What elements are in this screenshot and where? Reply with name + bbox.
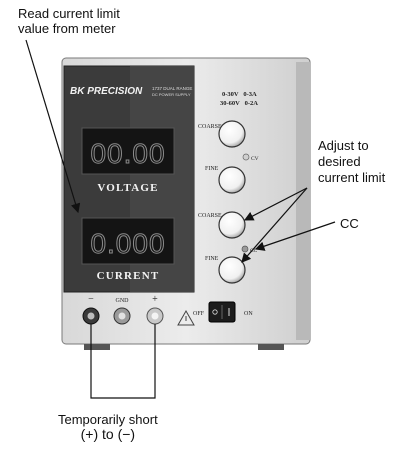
callout-short: Temporarily short (+) to (−) [58,412,158,442]
brand-logo: BK PRECISION [70,86,143,97]
callout-short-line-2: (+) to (−) [80,426,136,442]
callout-adjust-line-3: current limit [318,170,386,185]
cc-led-label: CC [250,248,258,254]
current-reading: 0.000 [90,228,165,259]
current-fine-knob[interactable] [218,256,246,284]
cv-led-label: CV [251,156,259,162]
terminal-gnd[interactable] [113,307,131,325]
terminal-plus-label: + [152,294,158,305]
callout-short-line-1: Temporarily short [58,412,158,427]
callout-read-meter-line-2: value from meter [18,21,116,36]
range-row-1: 0-30V 0-3A [222,91,257,98]
cc-led [241,245,249,253]
switch-on-label: ON [244,311,253,317]
callout-read-meter: Read current limit value from meter [18,6,120,36]
terminal-plus[interactable] [146,307,164,325]
arrow-adjust-fine [241,187,308,263]
arrow-read-meter [25,39,81,214]
supply-side-shade [296,62,310,340]
callout-cc: CC [340,216,359,231]
callout-adjust-line-2: desired [318,154,361,169]
voltage-coarse-label: COARSE [198,124,222,130]
terminal-minus[interactable] [82,307,100,325]
current-coarse-knob[interactable] [218,211,246,239]
short-wire [90,324,156,399]
callout-adjust: Adjust to desired current limit [318,138,385,186]
terminal-gnd-label: GND [116,298,130,304]
current-label: CURRENT [97,270,160,282]
model-sublabel: DC POWER SUPPLY [152,92,191,97]
warning-icon [177,309,195,326]
current-fine-label: FINE [205,256,219,262]
callout-read-meter-line-1: Read current limit [18,6,120,21]
voltage-display [81,127,175,175]
voltage-fine-knob[interactable] [218,166,246,194]
foot-right [258,344,284,350]
arrow-adjust-coarse [243,187,308,221]
switch-off-label: OFF [193,311,205,317]
foot-left [84,344,110,350]
callout-adjust-line-1: Adjust to [318,138,369,153]
range-row-2: 30-60V 0-2A [220,100,258,107]
voltage-fine-label: FINE [205,166,219,172]
current-coarse-label: COARSE [198,213,222,219]
current-display [81,217,175,265]
cv-led [242,153,250,161]
model-label: 1737 DUAL RANGE [152,86,192,91]
voltage-coarse-knob[interactable] [218,120,246,148]
voltage-label: VOLTAGE [97,182,158,194]
arrow-cc [254,221,336,251]
terminal-minus-label: − [88,294,94,305]
voltage-reading: 00.00 [90,138,165,169]
